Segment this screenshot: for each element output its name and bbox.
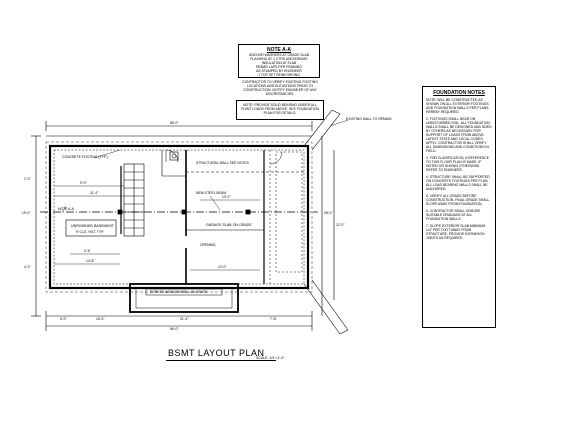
dim-seg-e: 16'-0"	[96, 317, 105, 321]
dim-right-mid: 22'-0"	[336, 223, 345, 227]
foundation-note-7: 7. SLOPE EXTERIOR SLAB MINIMUM 1/4" PER …	[426, 224, 486, 240]
label-unfinished-basement-sub: 9' CLG. HGT. TYP.	[76, 230, 104, 234]
stair	[120, 163, 145, 237]
note-a-box: NOTE A-A ANCHOR WASHERS AT GRADE SLAB FL…	[238, 44, 320, 78]
dim-overall-bottom: 56'-0"	[170, 327, 179, 331]
note-a-line-3: REBAR LAPS PER FRAMING	[256, 65, 302, 69]
foundation-note-4: 4. STRUCTURE SHALL BE SUPPORTED ON CONCR…	[426, 175, 490, 191]
note-a-para-2: NOTE: PROVIDE SOLID BEARING UNDER ALL PO…	[236, 100, 324, 120]
note-a-line-2: FLASHING AT 1 CTRS ANCHORAGE INSULATION …	[250, 57, 308, 65]
overall-dimension-lines	[31, 121, 335, 331]
dim-overall-top: 56'-0"	[170, 121, 179, 125]
dim-seg-g: 5'-0"	[60, 317, 68, 321]
note-a-title: NOTE A-A	[267, 47, 291, 53]
egress-window-well	[129, 283, 239, 313]
dim-seg-f: 21'-4"	[180, 317, 189, 321]
dim-seg-h: 7'-8"	[270, 317, 278, 321]
dim-right-overall: 28'-0"	[324, 211, 333, 215]
dim-seg-i: 10'-0"	[222, 195, 231, 199]
note-a-line-5: 1 TOP SET REINFORCING	[258, 73, 300, 77]
foundation-note-5: 5. VERIFY ALL GRADE BEFORE CONSTRUCTION.…	[426, 194, 490, 206]
door-swings	[165, 149, 283, 165]
dim-seg-d: 14'-8"	[86, 259, 95, 263]
dim-seg-c: 12'-0"	[218, 265, 227, 269]
plan-title: BSMT LAYOUT PLAN	[168, 348, 265, 358]
interior-walls	[161, 150, 304, 284]
dim-left-top: 2'-0"	[24, 177, 32, 181]
note-a-line-1: ANCHOR WASHERS AT GRADE SLAB	[248, 53, 310, 57]
plan-title-underline	[166, 360, 276, 361]
dim-left-low: 4'-0"	[24, 265, 32, 269]
label-new-steel-beam: NEW STEEL BEAM	[196, 191, 226, 195]
right-side-projection	[275, 151, 303, 273]
plan-text: 56'-0" 56'-0" 19'-0" 2'-0" 4'-0" 9'-0" 1…	[22, 117, 392, 331]
note-a-para-2-text: NOTE: PROVIDE SOLID BEARING UNDER ALL PO…	[241, 103, 319, 115]
label-egress-well: EGRESS WINDOW WELL W/ GRATE	[150, 290, 208, 294]
posts	[169, 151, 179, 161]
label-opening: OPENING	[200, 243, 216, 247]
note-a-line-4: AS STAMPED BY ENGINEER	[256, 69, 302, 73]
interior-dimension-lines	[54, 185, 260, 271]
label-existing: EXISTING WALL TO REMAIN	[346, 117, 392, 121]
unfinished-basement-label-box	[65, 219, 117, 237]
foundation-walls	[45, 141, 313, 293]
label-note-aa: NOTE A-A	[58, 207, 75, 211]
label-wall-note: STRUCTURAL WALL SEE NOTES	[196, 161, 250, 165]
note-a-para-1-text: CONTRACTOR TO VERIFY EXISTING FOOTING LO…	[242, 80, 318, 96]
plan-scale: SCALE: 1/4"=1'-0"	[256, 356, 285, 360]
dim-seg-b: 11'-4"	[90, 191, 99, 195]
foundation-notes-title: FOUNDATION NOTES	[433, 90, 485, 96]
foundation-notes-box: FOUNDATION NOTES NOTE: WILL BE CONSTRUCT…	[422, 86, 496, 328]
foundation-note-2: 2. FOOTINGS SHALL BEAR ON UNDISTURBED SO…	[426, 117, 492, 153]
diagonal-projections	[303, 109, 349, 335]
foundation-note-6: 6. CONTRACTOR SHALL ENSURE SUITABLE DRAI…	[426, 209, 481, 221]
label-unfinished-basement: UNFINISHED BASEMENT	[71, 224, 115, 228]
label-conc-footing: CONCRETE FOOTING (TYP.)	[62, 155, 108, 159]
dim-seg-j: 3'-6"	[84, 249, 92, 253]
dim-left-mid: 19'-0"	[22, 211, 31, 215]
foundation-note-3: 3. FOR CLARIFICATION, A REFERENCE TO THI…	[426, 156, 490, 172]
note-a-para-1: CONTRACTOR TO VERIFY EXISTING FOOTING LO…	[238, 78, 322, 102]
dim-seg-a: 9'-0"	[80, 181, 88, 185]
foundation-note-1: NOTE: WILL BE CONSTRUCTED AS SHOWN ON AL…	[426, 98, 489, 114]
leader-lines	[61, 119, 349, 213]
steel-beam-line	[40, 209, 318, 215]
label-garage-slab: GARAGE SLAB ON GRADE	[206, 223, 252, 227]
